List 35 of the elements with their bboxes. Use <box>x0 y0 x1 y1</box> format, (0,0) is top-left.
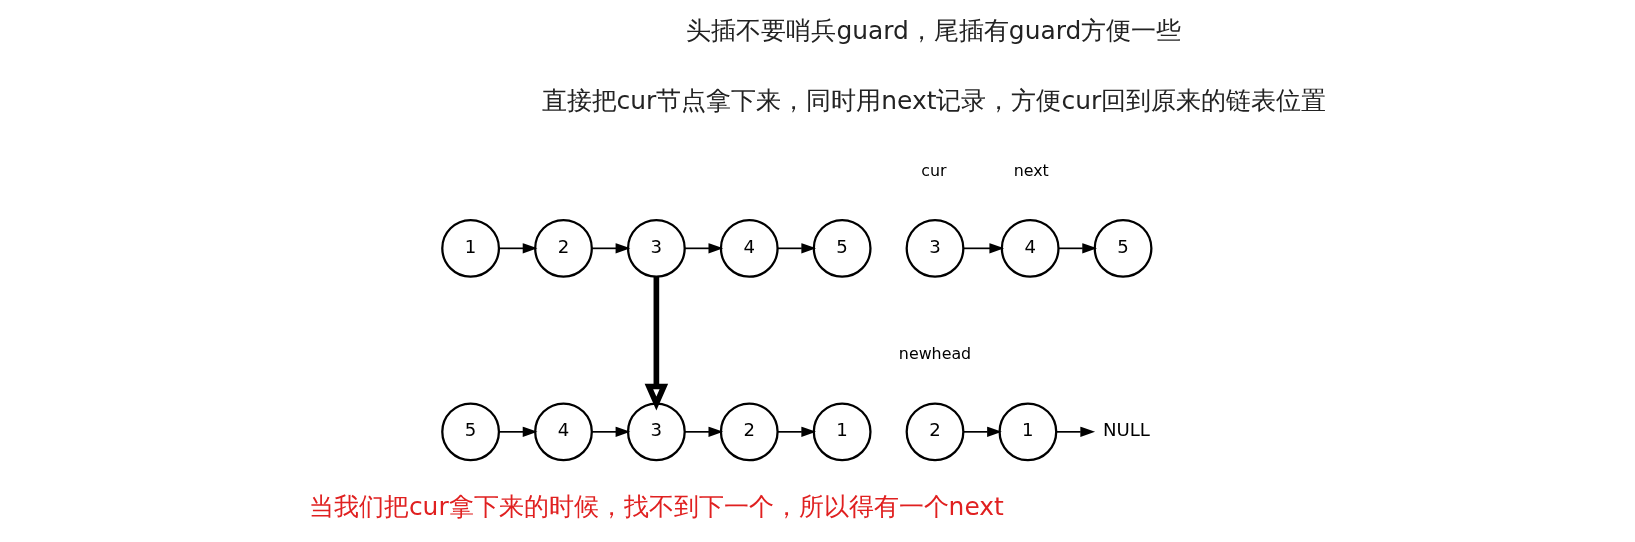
label: 当我们把cur拿下来的时候，找不到下一个，所以得有一个next <box>308 492 1004 522</box>
node-circle: 2 <box>534 218 593 278</box>
node-circle: 4 <box>1000 218 1060 278</box>
node-text: NULL <box>1102 419 1150 441</box>
label: 头插不要哨兵guard，尾插有guard方便一些 <box>686 16 1182 46</box>
node-circle: 4 <box>534 402 593 462</box>
node-circle: 1 <box>812 402 872 462</box>
node-circle: 2 <box>905 402 965 462</box>
node-circle: 4 <box>719 218 779 278</box>
arrow <box>498 426 538 437</box>
node-label: cur <box>921 160 947 180</box>
node-circle: 3 <box>626 402 686 462</box>
arrow <box>684 426 724 437</box>
arrow <box>777 243 817 254</box>
arrow <box>1055 426 1096 437</box>
node-label: next <box>1013 160 1049 180</box>
arrow <box>591 243 631 254</box>
node-circle: 2 <box>719 402 779 462</box>
arrow <box>684 243 724 254</box>
node-circle: 5 <box>1093 218 1153 278</box>
arrow <box>591 426 631 437</box>
node-circle: 5 <box>812 218 872 278</box>
arrow <box>962 426 1002 437</box>
arrow <box>1057 243 1098 254</box>
node-circle: 3 <box>626 218 686 278</box>
node-label: newhead <box>898 344 972 364</box>
node-circle: 1 <box>998 402 1058 462</box>
arrow <box>498 243 538 254</box>
arrow <box>644 277 669 411</box>
arrow <box>777 426 817 437</box>
node-circle: 3 <box>905 218 965 278</box>
arrow <box>962 243 1005 254</box>
label: 直接把cur节点拿下来，同时用next记录，方便cur回到原来的链表位置 <box>541 85 1327 115</box>
node-circle: 1 <box>441 218 501 278</box>
node-circle: 5 <box>441 402 501 462</box>
